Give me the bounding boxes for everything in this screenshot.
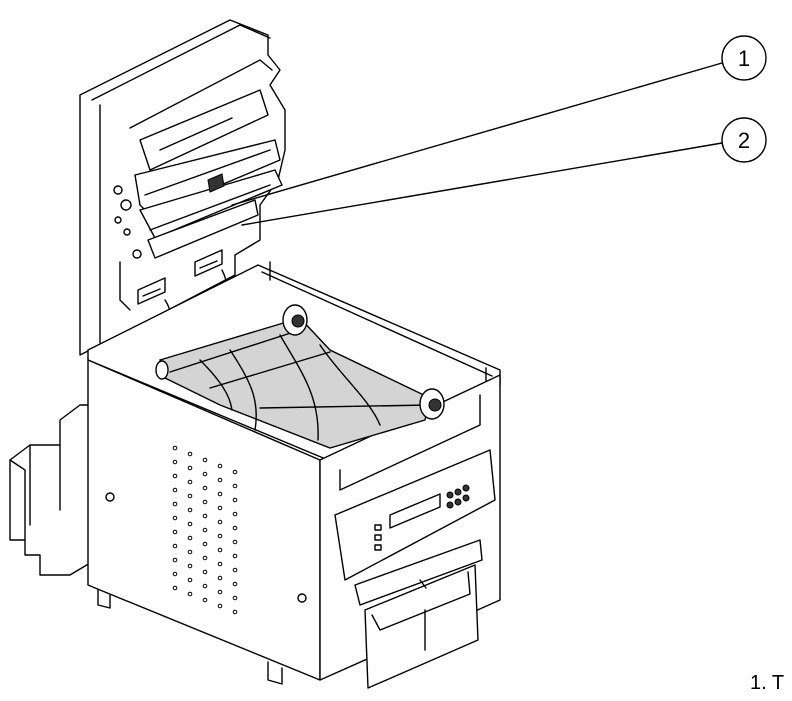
vent-hole (187, 591, 193, 597)
callout-leaders (231, 62, 723, 226)
control-panel (334, 449, 496, 581)
vent-hole (172, 571, 178, 577)
vent-hole (232, 595, 238, 601)
vent-hole (202, 513, 208, 519)
indicator-lamp (374, 544, 382, 551)
vent-hole (187, 465, 193, 471)
vent-hole (232, 609, 238, 615)
side-screw (297, 593, 307, 603)
vent-hole (217, 603, 223, 609)
panel-button-icon (462, 484, 470, 492)
printer-base-left (9, 404, 96, 576)
panel-button-icon (454, 498, 462, 506)
vent-hole (232, 469, 238, 475)
vent-hole (202, 471, 208, 477)
vent-hole (202, 457, 208, 463)
paper-output-slot (354, 539, 483, 689)
vent-hole (217, 463, 223, 469)
vent-hole (232, 553, 238, 559)
vent-hole (217, 505, 223, 511)
vent-hole (217, 589, 223, 595)
vent-hole (217, 575, 223, 581)
vent-hole (172, 445, 178, 451)
panel-button-icon (454, 488, 462, 496)
ink-ribbon (155, 304, 445, 449)
vent-hole (187, 451, 193, 457)
indicator-lamp (374, 534, 382, 541)
vent-hole (172, 543, 178, 549)
vent-hole (232, 567, 238, 573)
vent-hole (202, 583, 208, 589)
vent-hole (202, 499, 208, 505)
vent-hole (187, 507, 193, 513)
vent-hole (202, 569, 208, 575)
panel-button-icon (446, 501, 454, 509)
vent-hole (232, 483, 238, 489)
vent-hole (202, 485, 208, 491)
vent-hole (172, 473, 178, 479)
vent-hole (217, 477, 223, 483)
figure-caption: 1. T (750, 672, 785, 694)
lcd-display (389, 493, 441, 529)
vent-hole (232, 581, 238, 587)
vent-hole (187, 563, 193, 569)
vent-hole (217, 533, 223, 539)
indicator-lamp (374, 524, 382, 531)
panel-button-icon (446, 491, 454, 499)
vent-hole (172, 557, 178, 563)
vent-hole (187, 479, 193, 485)
printer-lid (79, 19, 286, 356)
vent-hole (172, 515, 178, 521)
vent-hole (172, 459, 178, 465)
callout-2: 2 (721, 117, 767, 163)
vent-hole (202, 597, 208, 603)
side-screw (105, 492, 115, 502)
vent-hole (187, 535, 193, 541)
vent-hole (202, 527, 208, 533)
vent-hole (217, 491, 223, 497)
vent-hole (172, 529, 178, 535)
vent-hole (217, 519, 223, 525)
vent-hole (232, 497, 238, 503)
vent-hole (187, 549, 193, 555)
vent-hole (172, 501, 178, 507)
vent-hole (187, 521, 193, 527)
vent-hole (202, 555, 208, 561)
vent-hole (217, 561, 223, 567)
vent-hole (187, 493, 193, 499)
vent-hole (202, 541, 208, 547)
vent-holes (172, 445, 238, 615)
panel-button-icon (462, 494, 470, 502)
vent-hole (187, 577, 193, 583)
vent-hole (172, 585, 178, 591)
callout-1: 1 (721, 35, 767, 81)
vent-hole (217, 547, 223, 553)
vent-hole (232, 525, 238, 531)
callout-2-label: 2 (738, 128, 750, 153)
callout-1-label: 1 (738, 46, 750, 71)
vent-hole (232, 511, 238, 517)
vent-hole (232, 539, 238, 545)
vent-hole (172, 487, 178, 493)
